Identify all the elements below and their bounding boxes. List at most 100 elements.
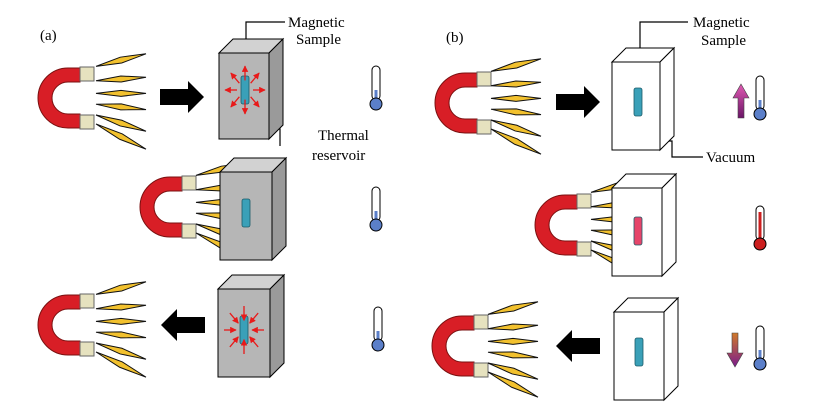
field-lines-b1-line-4 bbox=[490, 119, 542, 137]
thermometer-a1-bulb bbox=[369, 97, 383, 111]
field-lines-b3-line-1 bbox=[487, 323, 539, 331]
magnet-a3-body bbox=[37, 294, 81, 356]
vacuum-box-b1 bbox=[610, 46, 676, 152]
field-lines-a1-line-3 bbox=[95, 103, 147, 111]
panel-a-label: (a) bbox=[40, 28, 57, 44]
move-arrow-left-a3 bbox=[161, 309, 205, 341]
thermal-reservoir-label-line2: reservoir bbox=[312, 148, 365, 164]
field-lines-a1-line-5 bbox=[95, 123, 147, 150]
magnetic-sample-b2-heated bbox=[633, 216, 643, 246]
thermal-reservoir-a1 bbox=[217, 37, 285, 141]
magnet-a3-pole-top bbox=[79, 293, 95, 309]
temperature-up-arrow bbox=[732, 83, 750, 119]
magnet-a3 bbox=[37, 293, 95, 357]
thermometer-a1-level bbox=[374, 90, 378, 102]
magnet-a2-pole-bottom bbox=[181, 223, 197, 239]
magnetic-sample-a2 bbox=[241, 198, 251, 228]
magnetic-sample-label-b-line1: Magnetic bbox=[693, 15, 750, 31]
magnet-a3-pole-bottom bbox=[79, 341, 95, 357]
vacuum-box-b2 bbox=[610, 172, 678, 278]
magnet-b1 bbox=[434, 71, 492, 135]
heat-out-arrows-a1-0 bbox=[230, 72, 240, 84]
magnetic-sample-b1 bbox=[633, 87, 643, 117]
thermometer-b3-bulb bbox=[753, 357, 767, 371]
magnet-b3-body bbox=[431, 315, 475, 377]
thermometer-a3-level bbox=[376, 331, 380, 343]
thermometer-a2-level bbox=[374, 211, 378, 223]
field-lines-a1-line-1 bbox=[95, 75, 147, 83]
temperature-down-arrow bbox=[726, 332, 744, 368]
magnetic-sample-label-b-line2: Sample bbox=[701, 33, 746, 49]
heat-out-arrows-a1 bbox=[224, 65, 266, 115]
field-lines-b1 bbox=[490, 58, 542, 155]
magnet-b1-pole-top bbox=[476, 71, 492, 87]
magnet-b2-body bbox=[534, 194, 578, 256]
field-lines-b3 bbox=[487, 301, 539, 398]
thermal-reservoir-a2-side bbox=[271, 156, 287, 262]
move-arrow-right-b1 bbox=[556, 86, 600, 118]
magnetic-sample-b3 bbox=[634, 337, 644, 367]
magnet-a1-body bbox=[37, 67, 81, 129]
heat-out-arrows-a1-5 bbox=[230, 96, 240, 108]
magnet-b3-pole-top bbox=[473, 314, 489, 330]
thermometer-a2 bbox=[369, 186, 383, 232]
thermometer-b1-level bbox=[758, 100, 762, 112]
heat-in-arrows-a3-5 bbox=[229, 336, 239, 348]
field-lines-b1-line-5 bbox=[490, 128, 542, 155]
heat-out-arrows-a1-2 bbox=[250, 72, 260, 84]
thermometer-b3-level bbox=[758, 350, 762, 362]
field-lines-a1-line-4 bbox=[95, 114, 147, 132]
magnet-a2-body bbox=[139, 176, 183, 238]
vacuum-label: Vacuum bbox=[706, 150, 755, 166]
field-lines-b3-line-4 bbox=[487, 362, 539, 380]
thermometer-a2-bulb bbox=[369, 218, 383, 232]
field-lines-a3 bbox=[95, 281, 147, 378]
field-lines-b3-line-2 bbox=[487, 337, 539, 345]
magnet-b3-pole-bottom bbox=[473, 362, 489, 378]
magnetic-sample-label-a-line2: Sample bbox=[296, 32, 341, 48]
thermometer-b1-bulb bbox=[753, 107, 767, 121]
heat-in-arrows-a3-0 bbox=[229, 312, 239, 324]
thermometer-b3 bbox=[753, 325, 767, 371]
field-lines-b3-line-0 bbox=[487, 301, 539, 315]
heat-out-arrows-a1-7 bbox=[250, 96, 260, 108]
field-lines-a3-line-0 bbox=[95, 281, 147, 295]
heat-in-arrows-a3 bbox=[224, 306, 264, 354]
magnet-b1-body bbox=[434, 72, 478, 134]
magnet-b1-pole-bottom bbox=[476, 119, 492, 135]
thermometer-b2-hot-bulb bbox=[753, 237, 767, 251]
field-lines-a3-line-3 bbox=[95, 331, 147, 339]
field-lines-a3-line-2 bbox=[95, 317, 147, 325]
heat-in-arrows-a3-2 bbox=[249, 312, 259, 324]
field-lines-a3-line-1 bbox=[95, 303, 147, 311]
vacuum-box-b2-side bbox=[661, 172, 677, 278]
field-lines-a1 bbox=[95, 53, 147, 150]
magnetic-sample-label-a-line1: Magnetic bbox=[288, 15, 345, 31]
heat-in-arrows-a3-7 bbox=[249, 336, 259, 348]
field-lines-a1-line-0 bbox=[95, 53, 147, 67]
thermometer-a3 bbox=[371, 306, 385, 352]
thermometer-b2-hot bbox=[753, 205, 767, 251]
move-arrow-left-b3 bbox=[556, 330, 600, 362]
magnet-b2-pole-top bbox=[576, 193, 592, 209]
magnet-b2 bbox=[534, 193, 592, 257]
thermal-reservoir-a1-side bbox=[268, 37, 284, 141]
magnet-a1 bbox=[37, 66, 95, 130]
magnet-a2 bbox=[139, 175, 197, 239]
magnet-a1-pole-bottom bbox=[79, 114, 95, 130]
thermal-reservoir-a3 bbox=[216, 273, 286, 379]
field-lines-a1-line-2 bbox=[95, 89, 147, 97]
magnet-a2-pole-top bbox=[181, 175, 197, 191]
vacuum-box-b3 bbox=[612, 296, 680, 402]
vacuum-box-b3-side bbox=[663, 296, 679, 402]
thermal-reservoir-a2 bbox=[218, 156, 288, 262]
diagram-shapes bbox=[37, 37, 767, 402]
magnet-a1-pole-top bbox=[79, 66, 95, 82]
field-lines-b1-line-3 bbox=[490, 108, 542, 116]
thermometer-b1 bbox=[753, 75, 767, 121]
thermometer-a3-bulb bbox=[371, 338, 385, 352]
thermal-reservoir-a3-side bbox=[269, 273, 285, 379]
field-lines-b1-line-1 bbox=[490, 80, 542, 88]
field-lines-a3-line-4 bbox=[95, 342, 147, 360]
